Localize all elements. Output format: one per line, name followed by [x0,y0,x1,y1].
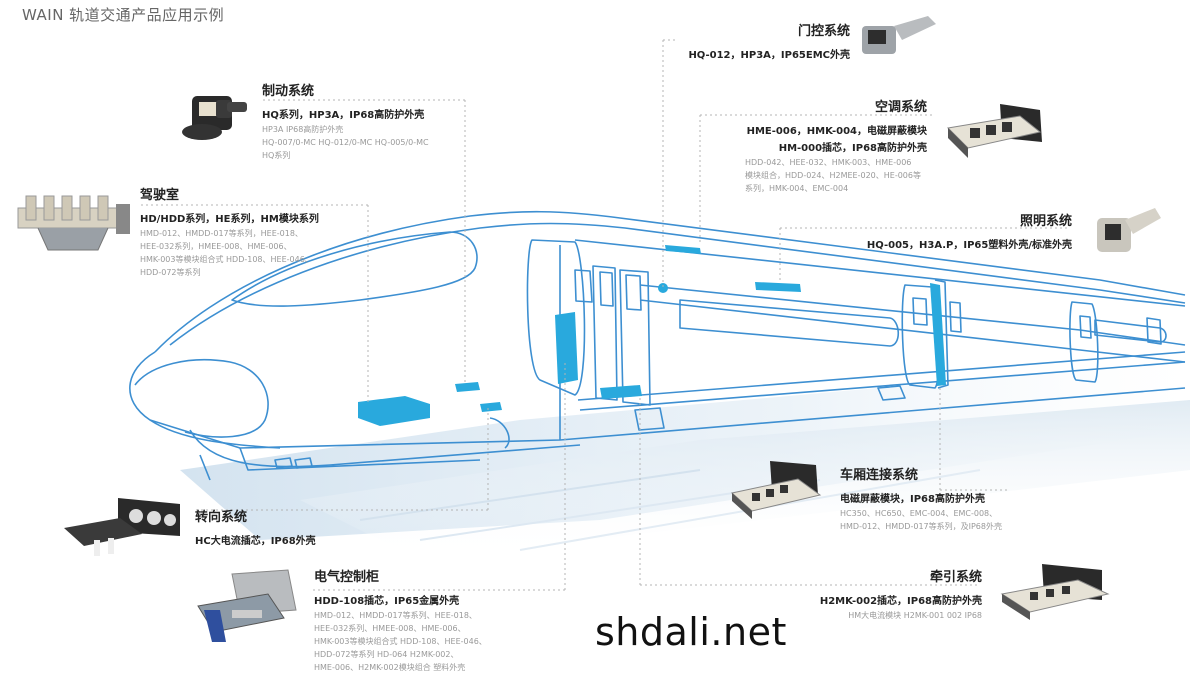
intercar-system-subtitle: 电磁屏蔽模块，IP68高防护外壳 [840,494,985,505]
hvac-system-detail: HDD-042、HEE-032、HMK-003、HME-006 [745,158,912,167]
cabinet-system-detail: HMD-012、HMDD-017等系列、HEE-018、 [314,611,477,620]
hvac-system-callout: 空调系统 HME-006，HMK-004，电磁屏蔽模块 HM-000插芯，IP6… [745,96,927,195]
cabinet-system-callout: 电气控制柜 HDD-108插芯，IP65金属外壳 HMD-012、HMDD-01… [314,566,487,674]
cabinet-system-detail: HDD-072等系列 HD-064 H2MK-002、 [314,650,459,659]
hvac-system-subtitle: HME-006，HMK-004，电磁屏蔽模块 [746,126,928,137]
bogie-system-callout: 转向系统 HC大电流插芯，IP68外壳 [195,506,316,549]
cab-system-detail: HEE-032系列，HMEE-008、HME-006、 [140,242,292,251]
cab-system-detail: HMD-012、HMDD-017等系列，HEE-018、 [140,229,303,238]
door-connector-highlight [665,245,701,254]
traction-system-callout: 牵引系统 H2MK-002插芯，IP68高防护外壳 HM大电流模块 H2MK-0… [820,566,982,622]
cab-system-detail: HDD-072等系列 [140,268,201,277]
intercar-system-callout: 车厢连接系统 电磁屏蔽模块，IP68高防护外壳 HC350、HC650、EMC-… [840,464,1002,533]
bogie-connector-highlight [480,402,502,412]
door-system-title: 门控系统 [797,24,850,39]
bogie-connector-image [64,498,180,556]
hvac-system-detail: 系列，HMK-004、EMC-004 [745,184,849,193]
cabinet-connector-highlight [555,312,578,384]
train-outline [129,210,1186,481]
lighting-system-subtitle: HQ-005，H3A.P，IP65塑料外壳/标准外壳 [866,240,1072,251]
motion-shadow [180,360,1190,560]
bogie-system-title: 转向系统 [195,510,248,525]
intercar-connector-image [730,461,822,519]
brake-connector-highlight [455,382,480,392]
connector-highlights [358,245,946,426]
brake-system-title: 制动系统 [262,84,315,99]
brake-system-detail: HQ-007/0-MC HQ-012/0-MC HQ-005/0-MC [262,138,429,147]
intercar-system-detail: HMD-012、HMDD-017等系列，及IP68外壳 [840,522,1002,531]
hvac-system-title: 空调系统 [875,100,928,115]
cab-system-callout: 驾驶室 HD/HDD系列，HE系列，HM模块系列 HMD-012、HMDD-01… [140,184,319,279]
brake-connector-image [182,96,247,140]
lighting-system-title: 照明系统 [1019,214,1072,229]
intercar-system-title: 车厢连接系统 [840,468,919,483]
brake-system-detail: HP3A IP68高防护外壳 [262,125,344,134]
watermark: shdali.net [595,610,787,654]
door-system-subtitle: HQ-012，HP3A，IP65EMC外壳 [688,50,850,61]
brake-system-detail: HQ系列 [262,151,291,160]
cabinet-system-subtitle: HDD-108插芯，IP65金属外壳 [314,596,460,607]
cabinet-system-detail: HMK-003等模块组合式 HDD-108、HEE-046、 [314,637,487,646]
traction-system-subtitle: H2MK-002插芯，IP68高防护外壳 [819,596,982,607]
cabinet-system-detail: HEE-032系列、HMEE-008、HME-006、 [314,624,466,633]
hvac-connector-highlight [658,283,668,293]
cab-system-subtitle: HD/HDD系列，HE系列，HM模块系列 [140,214,319,225]
cab-system-title: 驾驶室 [140,188,180,203]
hvac-connector-image [946,104,1042,158]
traction-system-title: 牵引系统 [929,570,982,585]
lighting-system-callout: 照明系统 HQ-005，H3A.P，IP65塑料外壳/标准外壳 [867,210,1072,253]
cab-system-detail: HMK-003等模块组合式 HDD-108、HEE-046、 [140,255,313,264]
intercar-system-detail: HC350、HC650、EMC-004、EMC-008、 [840,509,998,518]
traction-connector-image [1000,564,1110,620]
cabinet-connector-image [197,569,297,642]
bogie-system-subtitle: HC大电流插芯，IP68外壳 [195,536,316,547]
page-title: WAIN 轨道交通产品应用示例 [22,6,225,24]
cabinet-system-detail: HME-006、H2MK-002模块组合 塑料外壳 [314,663,466,672]
cab-connector-highlight [358,396,430,426]
door-system-callout: 门控系统 HQ-012，HP3A，IP65EMC外壳 [688,20,850,63]
cab-connector-image [17,195,130,251]
lighting-connector-image [1097,208,1161,252]
door-connector-image [862,16,936,54]
cabinet-system-title: 电气控制柜 [314,570,380,585]
traction-system-detail: HM大电流模块 H2MK-001 002 IP68 [848,611,982,620]
leader-lines [140,39,1070,591]
lighting-connector-highlight [755,282,801,292]
brake-system-subtitle: HQ系列，HP3A，IP68高防护外壳 [262,110,425,121]
traction-connector-highlight [600,385,642,399]
hvac-system-subtitle-2: HM-000插芯，IP68高防护外壳 [778,143,928,154]
brake-system-callout: 制动系统 HQ系列，HP3A，IP68高防护外壳 HP3A IP68高防护外壳 … [262,80,429,162]
intercar-connector-highlight [930,283,946,386]
hvac-system-detail: 模块组合，HDD-024、H2MEE-020、HE-006等 [745,171,921,180]
